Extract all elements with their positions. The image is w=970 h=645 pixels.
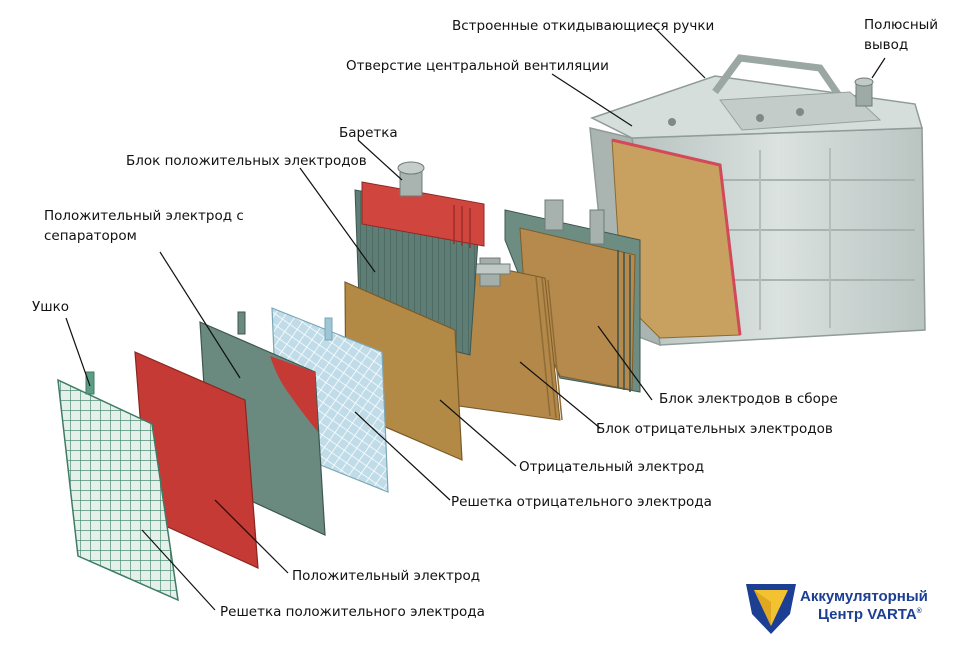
label-positive-grid: Решетка положительного электрода — [220, 604, 485, 620]
varta-logo-text: Аккумуляторный Центр VARTA® — [800, 588, 928, 624]
label-lug: Ушко — [32, 299, 69, 315]
label-positive-separator-line2: сепаратором — [44, 227, 137, 244]
terminal-post — [854, 77, 874, 107]
leader-lines — [65, 25, 886, 611]
label-negative-block: Блок отрицательных электродов — [596, 421, 833, 437]
label-positive-plate: Положительный электрод — [292, 568, 481, 584]
label-handles: Встроенные откидывающиеся ручки — [452, 18, 715, 34]
label-vent: Отверстие центральной вентиляции — [346, 58, 609, 74]
label-negative-plate: Отрицательный электрод — [519, 459, 705, 475]
logo-line2: Центр VARTA — [818, 606, 917, 623]
positive-grid — [57, 371, 179, 602]
label-negative-grid: Решетка отрицательного электрода — [451, 494, 712, 510]
varta-logo: Аккумуляторный Центр VARTA® — [744, 580, 964, 636]
label-positive-separator-line1: Положительный электрод с — [44, 208, 244, 224]
label-terminal-line1: Полюсный — [864, 17, 939, 33]
logo-line2-wrap: Центр VARTA® — [800, 606, 928, 624]
battery-case — [589, 54, 926, 347]
varta-logo-mark — [746, 584, 796, 634]
label-assembly: Блок электродов в сборе — [659, 391, 838, 407]
logo-registered-mark: ® — [916, 608, 922, 615]
label-terminal: Полюсный вывод — [864, 16, 938, 55]
label-positive-separator: Положительный электрод с сепаратором — [44, 207, 244, 246]
logo-line1: Аккумуляторный — [800, 588, 928, 605]
label-strap: Баретка — [339, 125, 398, 141]
label-terminal-line2: вывод — [864, 36, 909, 53]
label-positive-block: Блок положительных электродов — [126, 153, 367, 169]
